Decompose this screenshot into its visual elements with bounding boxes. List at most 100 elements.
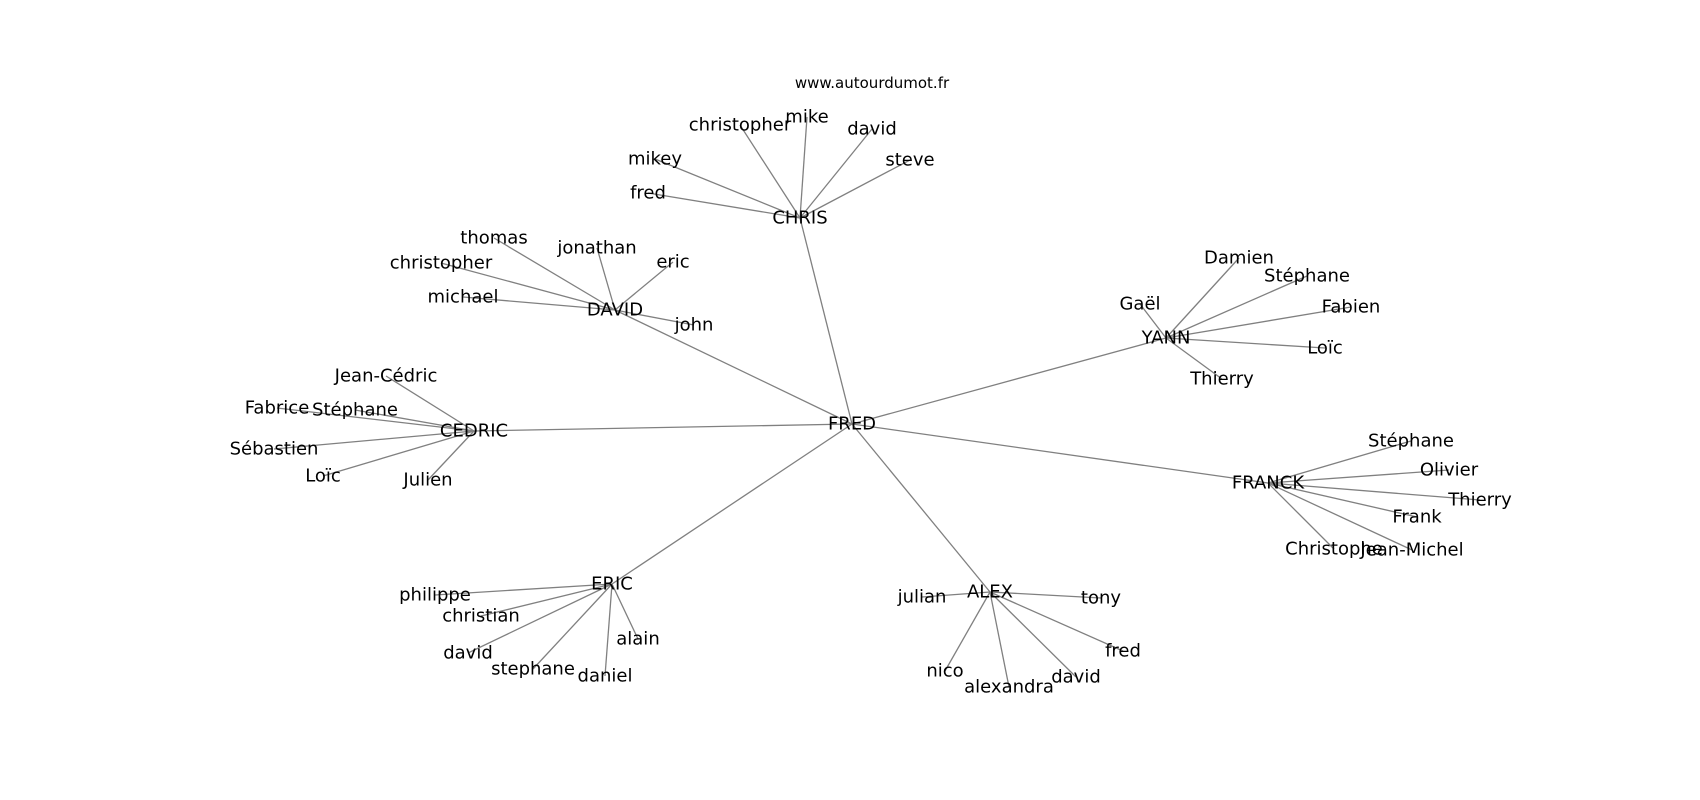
- edge-franck-leaf-0: [1267, 440, 1412, 484]
- edge-chris-leaf-0: [647, 192, 801, 219]
- leaf-node-david-5: john: [674, 315, 714, 336]
- leaf-node-david-1: christopher: [390, 253, 493, 274]
- edge-yann-leaf-3: [1165, 306, 1352, 339]
- edge-center-chris: [799, 217, 853, 425]
- leaf-node-chris-5: steve: [885, 150, 934, 171]
- edge-yann-leaf-5: [1165, 337, 1223, 380]
- edge-yann-leaf-2: [1139, 303, 1167, 339]
- leaf-node-chris-1: mikey: [628, 149, 682, 170]
- leaf-node-franck-0: Stéphane: [1368, 431, 1454, 452]
- leaf-node-chris-4: david: [847, 119, 897, 140]
- leaf-node-yann-2: Gaël: [1119, 294, 1160, 315]
- leaf-node-alex-1: tony: [1081, 588, 1121, 609]
- leaf-node-franck-1: Olivier: [1420, 460, 1479, 481]
- edge-david-leaf-0: [493, 237, 616, 311]
- hub-node-david: DAVID: [587, 300, 643, 321]
- edge-center-cedric: [473, 423, 853, 432]
- edge-chris-leaf-2: [739, 124, 801, 219]
- edge-alex-leaf-4: [989, 591, 1077, 678]
- leaf-node-david-0: thomas: [460, 228, 527, 249]
- edge-center-alex: [851, 423, 991, 593]
- leaf-node-chris-3: mike: [785, 107, 828, 128]
- edges-layer: [273, 116, 1481, 688]
- edge-alex-leaf-5: [989, 591, 1124, 652]
- edge-yann-leaf-1: [1165, 275, 1308, 339]
- edge-chris-leaf-1: [654, 158, 801, 219]
- edge-david-leaf-2: [462, 296, 616, 311]
- edge-franck-leaf-5: [1267, 482, 1413, 551]
- leaf-node-franck-2: Thierry: [1447, 490, 1512, 511]
- edge-franck-leaf-3: [1267, 482, 1418, 518]
- edge-center-eric: [611, 423, 853, 585]
- edge-cedric-leaf-4: [322, 430, 475, 477]
- leaf-node-alex-5: fred: [1105, 641, 1141, 662]
- leaf-node-eric-4: daniel: [578, 666, 633, 687]
- edge-chris-leaf-5: [799, 159, 911, 219]
- leaf-node-david-2: michael: [428, 287, 499, 308]
- leaf-node-cedric-1: Fabrice: [245, 398, 310, 419]
- edge-eric-leaf-4: [604, 583, 613, 677]
- leaf-node-alex-2: nico: [926, 661, 963, 682]
- leaf-node-eric-3: stephane: [491, 659, 575, 680]
- leaf-node-eric-0: philippe: [399, 585, 471, 606]
- edge-eric-leaf-5: [611, 583, 639, 640]
- edge-franck-leaf-2: [1267, 482, 1481, 501]
- edge-eric-leaf-2: [467, 583, 613, 654]
- edge-cedric-leaf-5: [427, 430, 475, 481]
- edge-cedric-leaf-2: [354, 409, 475, 432]
- leaf-node-chris-0: fred: [630, 183, 666, 204]
- leaf-node-yann-0: Damien: [1204, 248, 1274, 269]
- edge-chris-leaf-4: [799, 128, 873, 219]
- leaf-node-franck-5: Jean-Michel: [1359, 540, 1463, 561]
- edge-eric-leaf-3: [532, 583, 613, 670]
- edge-eric-leaf-0: [434, 583, 613, 596]
- leaf-node-franck-3: Frank: [1392, 507, 1442, 528]
- edge-center-franck: [851, 423, 1269, 484]
- edge-franck-leaf-4: [1267, 482, 1335, 550]
- edge-center-david: [614, 309, 853, 425]
- hub-node-eric: ERIC: [591, 574, 633, 595]
- leaf-node-cedric-3: Sébastien: [230, 439, 319, 460]
- leaf-node-alex-3: alexandra: [964, 677, 1054, 698]
- edge-david-leaf-4: [614, 261, 674, 311]
- leaf-node-yann-5: Thierry: [1189, 369, 1254, 390]
- hub-node-cedric: CEDRIC: [440, 421, 508, 442]
- edge-center-yann: [851, 337, 1167, 425]
- edge-franck-leaf-1: [1267, 469, 1450, 484]
- hub-node-chris: CHRIS: [772, 208, 827, 229]
- leaf-node-cedric-5: Julien: [402, 470, 452, 491]
- leaf-node-yann-3: Fabien: [1322, 297, 1381, 318]
- leaf-node-eric-5: alain: [616, 629, 659, 650]
- leaf-node-david-3: jonathan: [556, 238, 636, 259]
- edge-yann-leaf-4: [1165, 337, 1326, 349]
- edge-david-leaf-3: [596, 247, 616, 311]
- center-node: FRED: [828, 414, 876, 435]
- edge-david-leaf-5: [614, 309, 695, 326]
- leaf-node-alex-4: david: [1051, 667, 1101, 688]
- leaf-node-david-4: eric: [656, 252, 689, 273]
- leaf-node-yann-4: Loïc: [1307, 338, 1343, 359]
- edge-cedric-leaf-3: [273, 430, 475, 450]
- leaf-node-cedric-4: Loïc: [305, 466, 341, 487]
- edge-alex-leaf-3: [989, 591, 1010, 688]
- hub-node-franck: FRANCK: [1232, 473, 1305, 494]
- edge-alex-leaf-0: [921, 591, 991, 598]
- edge-chris-leaf-3: [799, 116, 808, 219]
- edge-eric-leaf-1: [480, 583, 613, 617]
- leaf-node-eric-2: david: [443, 643, 493, 664]
- edge-alex-leaf-2: [944, 591, 991, 672]
- leaf-node-cedric-2: Stéphane: [312, 400, 398, 421]
- edge-david-leaf-1: [440, 262, 616, 311]
- hub-node-alex: ALEX: [967, 582, 1013, 603]
- leaf-node-eric-1: christian: [442, 606, 520, 627]
- leaf-node-chris-2: christopher: [689, 115, 792, 136]
- edge-cedric-leaf-0: [385, 375, 475, 432]
- leaf-node-yann-1: Stéphane: [1264, 266, 1350, 287]
- leaf-node-cedric-0: Jean-Cédric: [334, 366, 438, 387]
- labels-layer: FREDCHRISfredmikeychristophermikedavidst…: [230, 107, 1513, 698]
- leaf-node-franck-4: Christophe: [1285, 539, 1383, 560]
- leaf-node-alex-0: julian: [897, 587, 947, 608]
- edge-cedric-leaf-1: [276, 407, 475, 432]
